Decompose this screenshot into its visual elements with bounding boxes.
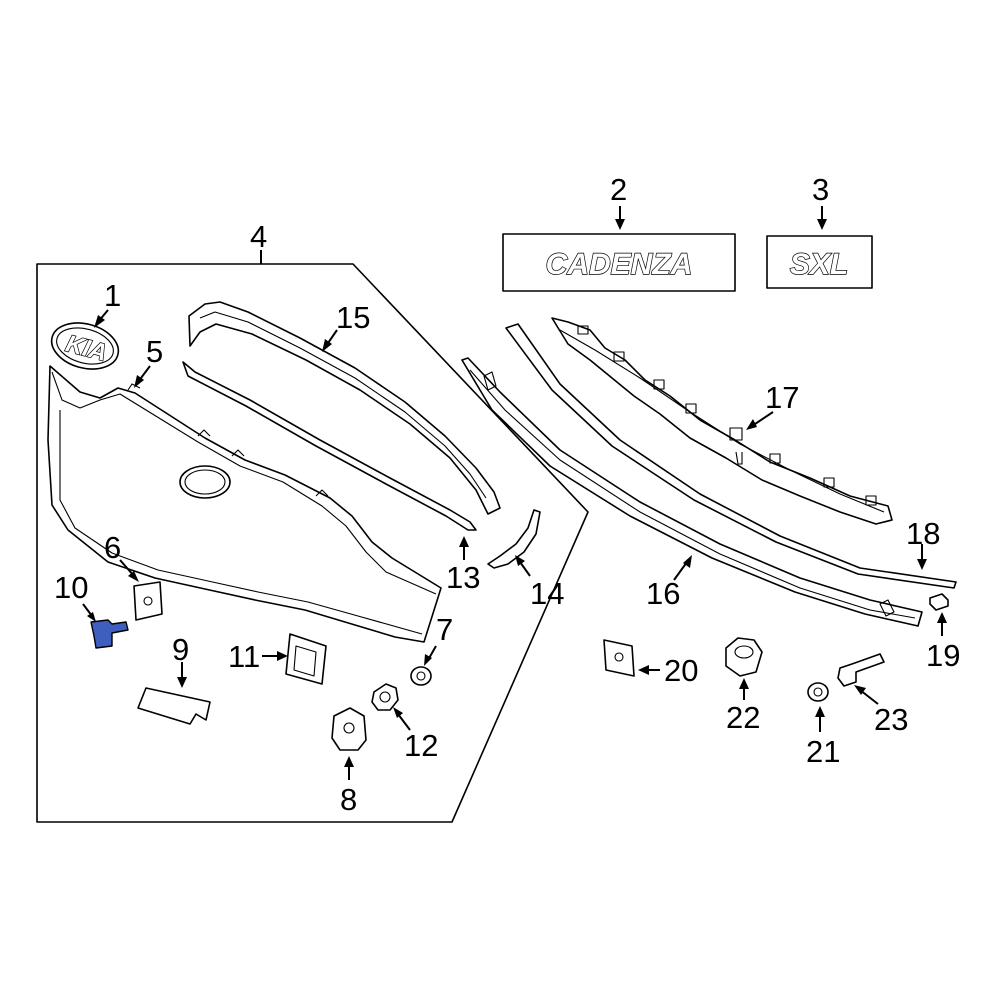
callout-14: 14: [530, 576, 564, 611]
callout-8: 8: [340, 782, 357, 817]
callout-17: 17: [765, 380, 799, 415]
weatherstrip-13: [182, 361, 477, 531]
long-garnish-16: [461, 357, 923, 627]
grommet-12: [371, 683, 399, 711]
callout-2: 2: [610, 172, 627, 207]
callout-9: 9: [172, 632, 189, 667]
cadenza-emblem-box: [502, 233, 736, 292]
callout-7: 7: [436, 612, 453, 647]
callout-21: 21: [806, 734, 840, 769]
callout-3: 3: [812, 172, 829, 207]
seal-14: [487, 509, 541, 569]
garnish-emblem-recess: [179, 465, 231, 499]
callout-5: 5: [146, 334, 163, 369]
callout-23: 23: [874, 702, 908, 737]
cadenza-emblem: CADENZA: [546, 248, 693, 281]
clip-nut-6: [133, 581, 163, 621]
fastener-10-highlighted: [90, 619, 129, 649]
callout-6: 6: [104, 530, 121, 565]
callout-4: 4: [250, 219, 267, 254]
strip-18: [505, 323, 957, 589]
callout-15: 15: [336, 300, 370, 335]
callout-19: 19: [926, 638, 960, 673]
plate-8: [331, 707, 367, 751]
callout-12: 12: [404, 728, 438, 763]
callout-16: 16: [646, 576, 680, 611]
washer-21: [807, 682, 829, 702]
grommet-22: [725, 637, 763, 677]
sxl-emblem-box: [766, 235, 873, 289]
callout-labels: 1 2 3 4 5 15 17 18 13 14 16 19 6 10 9 11…: [54, 172, 960, 817]
upper-garnish-strip: [188, 301, 501, 515]
callout-20: 20: [664, 653, 698, 688]
callout-10: 10: [54, 570, 88, 605]
tape-9: [137, 687, 211, 725]
pad-11: [285, 633, 327, 685]
clip-nut-20: [603, 639, 635, 677]
callout-1: 1: [104, 278, 121, 313]
callout-11: 11: [228, 639, 260, 674]
bracket-bar-17: [551, 317, 893, 525]
assembly-4-outline: [36, 263, 589, 823]
sxl-emblem: SXL: [790, 248, 848, 281]
callout-18: 18: [906, 516, 940, 551]
clip-19: [929, 593, 949, 611]
trunk-garnish-panel: [47, 365, 442, 643]
bolt-23: [837, 653, 885, 687]
callout-13: 13: [446, 560, 480, 595]
callout-22: 22: [726, 700, 760, 735]
washer-7: [410, 666, 432, 686]
leader-arrows: [82, 206, 947, 780]
